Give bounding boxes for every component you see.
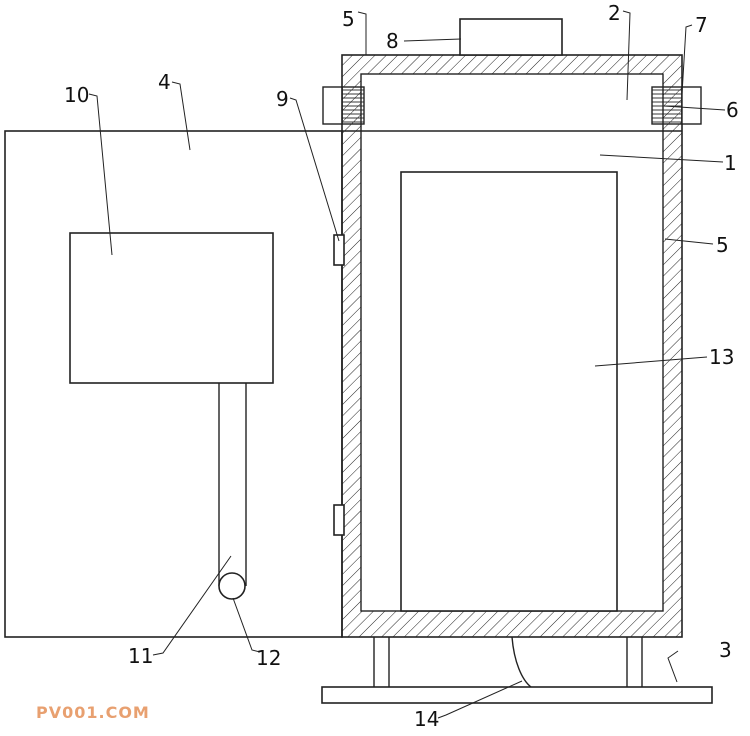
- label-10: 10: [64, 83, 89, 107]
- label-11: 11: [128, 644, 153, 668]
- component-box-10: [69, 232, 274, 384]
- label-1: 1: [724, 151, 737, 175]
- label-14: 14: [414, 707, 439, 731]
- support-legs: [373, 637, 643, 687]
- label-5-top: 5: [342, 7, 355, 31]
- label-2: 2: [608, 1, 621, 25]
- label-4: 4: [158, 70, 171, 94]
- cable: [511, 636, 532, 688]
- top-box-8: [459, 18, 563, 56]
- watermark: PV001.COM: [36, 703, 150, 722]
- label-9: 9: [276, 87, 289, 111]
- roller-12: [218, 572, 246, 600]
- label-8: 8: [386, 29, 399, 53]
- label-5-right: 5: [716, 233, 729, 257]
- leader-lines: [88, 10, 726, 719]
- panel-13: [400, 171, 618, 612]
- hinges: [333, 234, 345, 536]
- base-plate: [321, 686, 713, 704]
- label-7: 7: [695, 13, 708, 37]
- housing-4: [4, 130, 343, 638]
- label-12: 12: [256, 646, 281, 670]
- side-blocks: [322, 86, 702, 125]
- arm-11: [218, 383, 247, 586]
- part-labels: 5 8 2 7 6 1 5 13 3 4 9 10 11 12 14: [64, 1, 739, 731]
- label-3: 3: [719, 638, 732, 662]
- label-13: 13: [709, 345, 734, 369]
- label-6: 6: [726, 98, 739, 122]
